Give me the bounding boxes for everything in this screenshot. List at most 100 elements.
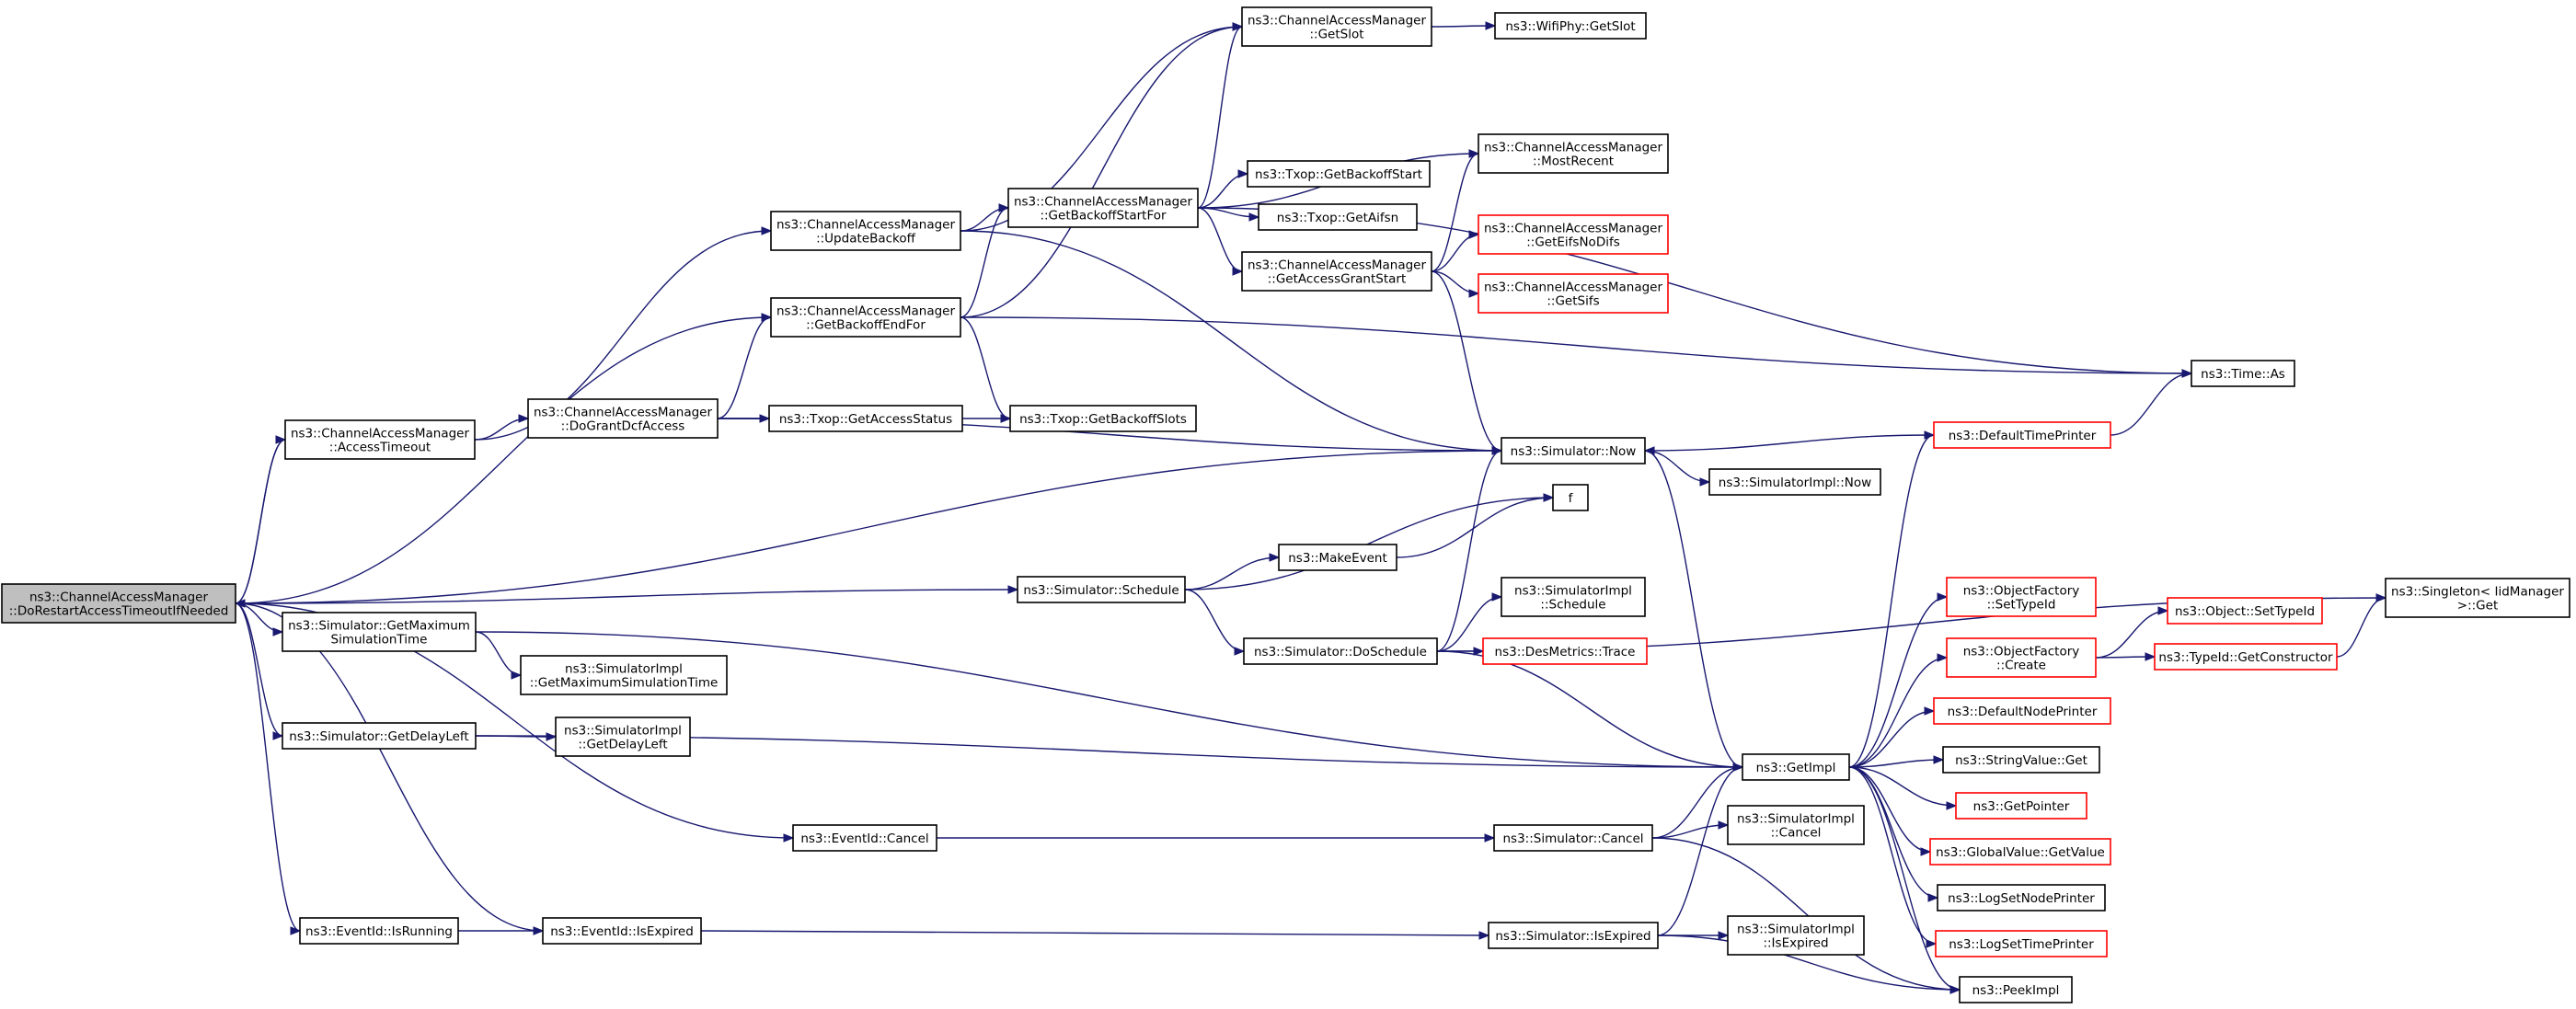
- arrowhead: [546, 732, 558, 741]
- node-getPointer[interactable]: ns3::GetPointer: [1955, 792, 2087, 820]
- node-logSetNodePrinter[interactable]: ns3::LogSetNodePrinter: [1937, 884, 2106, 912]
- node-timeAs[interactable]: ns3::Time::As: [2191, 360, 2295, 387]
- arrowhead: [234, 599, 246, 608]
- node-defaultNodePrinter[interactable]: ns3::DefaultNodePrinter: [1933, 697, 2111, 725]
- node-box: [520, 655, 728, 695]
- node-simulatorIsExpired[interactable]: ns3::Simulator::IsExpired: [1488, 922, 1659, 949]
- node-makeEvent[interactable]: ns3::MakeEvent: [1278, 544, 1397, 571]
- node-updateBackoff[interactable]: ns3::ChannelAccessManager::UpdateBackoff: [770, 211, 961, 251]
- node-eventIdIsRunning[interactable]: ns3::EventId::IsRunning: [299, 917, 459, 945]
- node-label-line: ns3::DefaultTimePrinter: [1949, 429, 2097, 443]
- node-simulatorCancel[interactable]: ns3::Simulator::Cancel: [1493, 824, 1653, 852]
- node-label-line: ns3::Txop::GetAifsn: [1277, 211, 1398, 225]
- edge-line: [700, 930, 1489, 936]
- node-txopGetBackoffStart[interactable]: ns3::Txop::GetBackoffStart: [1247, 160, 1431, 188]
- node-globalValueGetValue[interactable]: ns3::GlobalValue::GetValue: [1929, 838, 2111, 866]
- node-box: [1708, 468, 1881, 496]
- edge-getImpl-to-objFactorySetTypeId: [1848, 592, 1949, 768]
- node-label-line: ns3::MakeEvent: [1288, 551, 1387, 566]
- node-getDelayLeft[interactable]: ns3::Simulator::GetDelayLeft: [282, 722, 477, 750]
- arrowhead: [1248, 212, 1260, 222]
- arrowhead: [1946, 801, 1958, 810]
- node-getBackoffEndFor[interactable]: ns3::ChannelAccessManager::GetBackoffEnd…: [770, 297, 961, 338]
- node-getSlot[interactable]: ns3::ChannelAccessManager::GetSlot: [1241, 6, 1432, 47]
- node-simImplCancel[interactable]: ns3::SimulatorImpl::Cancel: [1727, 805, 1865, 845]
- edge-doGrantDcfAccess-to-getBackoffEndFor: [717, 313, 773, 419]
- node-label-line: ns3::ChannelAccessManager: [776, 304, 956, 319]
- node-f[interactable]: f: [1552, 484, 1589, 511]
- node-desMetricsTrace[interactable]: ns3::DesMetrics::Trace: [1482, 637, 1648, 665]
- node-label-line: ::UpdateBackoff: [816, 232, 916, 247]
- node-stringValueGet[interactable]: ns3::StringValue::Get: [1942, 746, 2100, 774]
- node-simImplIsExpired[interactable]: ns3::SimulatorImpl::IsExpired: [1727, 915, 1865, 956]
- arrowhead: [1237, 169, 1249, 178]
- node-label-line: ns3::ChannelAccessManager: [1484, 141, 1663, 155]
- node-logSetTimePrinter[interactable]: ns3::LogSetTimePrinter: [1935, 930, 2108, 957]
- node-box: [542, 917, 702, 945]
- edge-simulatorDoSchedule-to-simImplSchedule: [1436, 592, 1503, 652]
- edge-simulatorSchedule-to-simulatorDoSchedule: [1184, 589, 1246, 656]
- node-box: [1727, 805, 1865, 845]
- node-peekImpl[interactable]: ns3::PeekImpl: [1959, 976, 2073, 1003]
- node-txopGetAccessStatus[interactable]: ns3::Txop::GetAccessStatus: [768, 405, 963, 432]
- node-box: [1935, 930, 2108, 957]
- node-root[interactable]: ns3::ChannelAccessManager::DoRestartAcce…: [1, 583, 236, 624]
- edge-getImpl-to-logSetTimePrinter: [1848, 766, 1938, 948]
- node-box: [768, 405, 963, 432]
- node-label-line: ns3::Simulator::Cancel: [1502, 831, 1643, 846]
- edge-line: [1848, 766, 1937, 945]
- node-doGrantDcfAccess[interactable]: ns3::ChannelAccessManager::DoGrantDcfAcc…: [527, 398, 719, 439]
- node-objectSetTypeId[interactable]: ns3::Object::SetTypeId: [2167, 597, 2323, 625]
- node-box: [1959, 976, 2073, 1003]
- node-label-line: ns3::DesMetrics::Trace: [1495, 645, 1636, 659]
- node-eventIdCancel[interactable]: ns3::EventId::Cancel: [792, 824, 937, 852]
- edge-line: [2095, 610, 2168, 659]
- edge-getBackoffStartFor-to-getSlot: [1197, 22, 1244, 209]
- node-label-line: ns3::ChannelAccessManager: [1248, 14, 1427, 29]
- edge-getAccessGrantStart-to-mostRecent: [1431, 149, 1480, 272]
- node-getImpl[interactable]: ns3::GetImpl: [1742, 753, 1850, 781]
- edge-simulatorIsExpired-to-getImpl: [1657, 762, 1744, 936]
- node-label-line: ns3::EventId::IsRunning: [305, 924, 453, 939]
- node-accessTimeout[interactable]: ns3::ChannelAccessManager::AccessTimeout: [284, 419, 476, 460]
- node-typeIdGetConstructor[interactable]: ns3::TypeId::GetConstructor: [2154, 643, 2338, 671]
- node-simulatorNow[interactable]: ns3::Simulator::Now: [1501, 437, 1646, 464]
- node-defaultTimePrinter[interactable]: ns3::DefaultTimePrinter: [1933, 421, 2111, 449]
- node-simImplGetDelayLeft[interactable]: ns3::SimulatorImpl::GetDelayLeft: [555, 717, 691, 757]
- node-eventIdIsExpired[interactable]: ns3::EventId::IsExpired: [542, 917, 702, 945]
- node-getAccessGrantStart[interactable]: ns3::ChannelAccessManager::GetAccessGran…: [1241, 251, 1432, 292]
- node-simImplSchedule[interactable]: ns3::SimulatorImpl::Schedule: [1501, 577, 1646, 617]
- node-label-line: ns3::StringValue::Get: [1955, 753, 2087, 768]
- edge-line: [960, 26, 1243, 318]
- node-singletonGet[interactable]: ns3::Singleton< IidManager >::Get: [2385, 578, 2570, 618]
- node-getSifs[interactable]: ns3::ChannelAccessManager::GetSifs: [1478, 273, 1669, 314]
- node-getEifsNoDifs[interactable]: ns3::ChannelAccessManager::GetEifsNoDifs: [1478, 214, 1669, 255]
- node-txopGetBackoffSlots[interactable]: ns3::Txop::GetBackoffSlots: [1009, 405, 1197, 432]
- arrowhead: [1937, 653, 1949, 662]
- node-txopGetAifsn[interactable]: ns3::Txop::GetAifsn: [1258, 203, 1418, 231]
- node-box: [1258, 203, 1418, 231]
- node-wifiPhyGetSlot[interactable]: ns3::WifiPhy::GetSlot: [1494, 12, 1647, 40]
- node-label-line: ns3::SimulatorImpl::Now: [1719, 476, 1871, 490]
- edge-makeEvent-to-f: [1396, 493, 1555, 558]
- edge-getImpl-to-defaultNodePrinter: [1848, 706, 1936, 768]
- node-box: [1955, 792, 2087, 820]
- edge-objFactoryCreate-to-objectSetTypeId: [2095, 606, 2169, 659]
- node-objFactorySetTypeId[interactable]: ns3::ObjectFactory::SetTypeId: [1946, 577, 2097, 617]
- node-label-line: ns3::Simulator::IsExpired: [1495, 929, 1650, 944]
- node-simulatorSchedule[interactable]: ns3::Simulator::Schedule: [1017, 576, 1186, 603]
- node-mostRecent[interactable]: ns3::ChannelAccessManager::MostRecent: [1478, 133, 1669, 174]
- edge-getBackoffEndFor-to-timeAs: [960, 316, 2193, 378]
- node-box: [1482, 637, 1648, 665]
- node-simulatorDoSchedule[interactable]: ns3::Simulator::DoSchedule: [1243, 637, 1438, 665]
- node-objFactoryCreate[interactable]: ns3::ObjectFactory::Create: [1946, 637, 2097, 678]
- node-getBackoffStartFor[interactable]: ns3::ChannelAccessManager::GetBackoffSta…: [1007, 188, 1199, 228]
- edge-line: [2336, 597, 2386, 658]
- call-edges: [234, 21, 2387, 994]
- node-simImplGetMaxSimTime[interactable]: ns3::SimulatorImpl::GetMaximumSimulation…: [520, 655, 728, 695]
- node-label-line: ns3::Simulator::Schedule: [1023, 583, 1179, 598]
- node-simImplNow[interactable]: ns3::SimulatorImpl::Now: [1708, 468, 1881, 496]
- arrowhead: [1718, 820, 1730, 830]
- edge-simulatorDoSchedule-to-simulatorNow: [1436, 446, 1503, 652]
- node-getMaxSimTime[interactable]: ns3::Simulator::GetMaximumSimulationTime: [282, 612, 477, 652]
